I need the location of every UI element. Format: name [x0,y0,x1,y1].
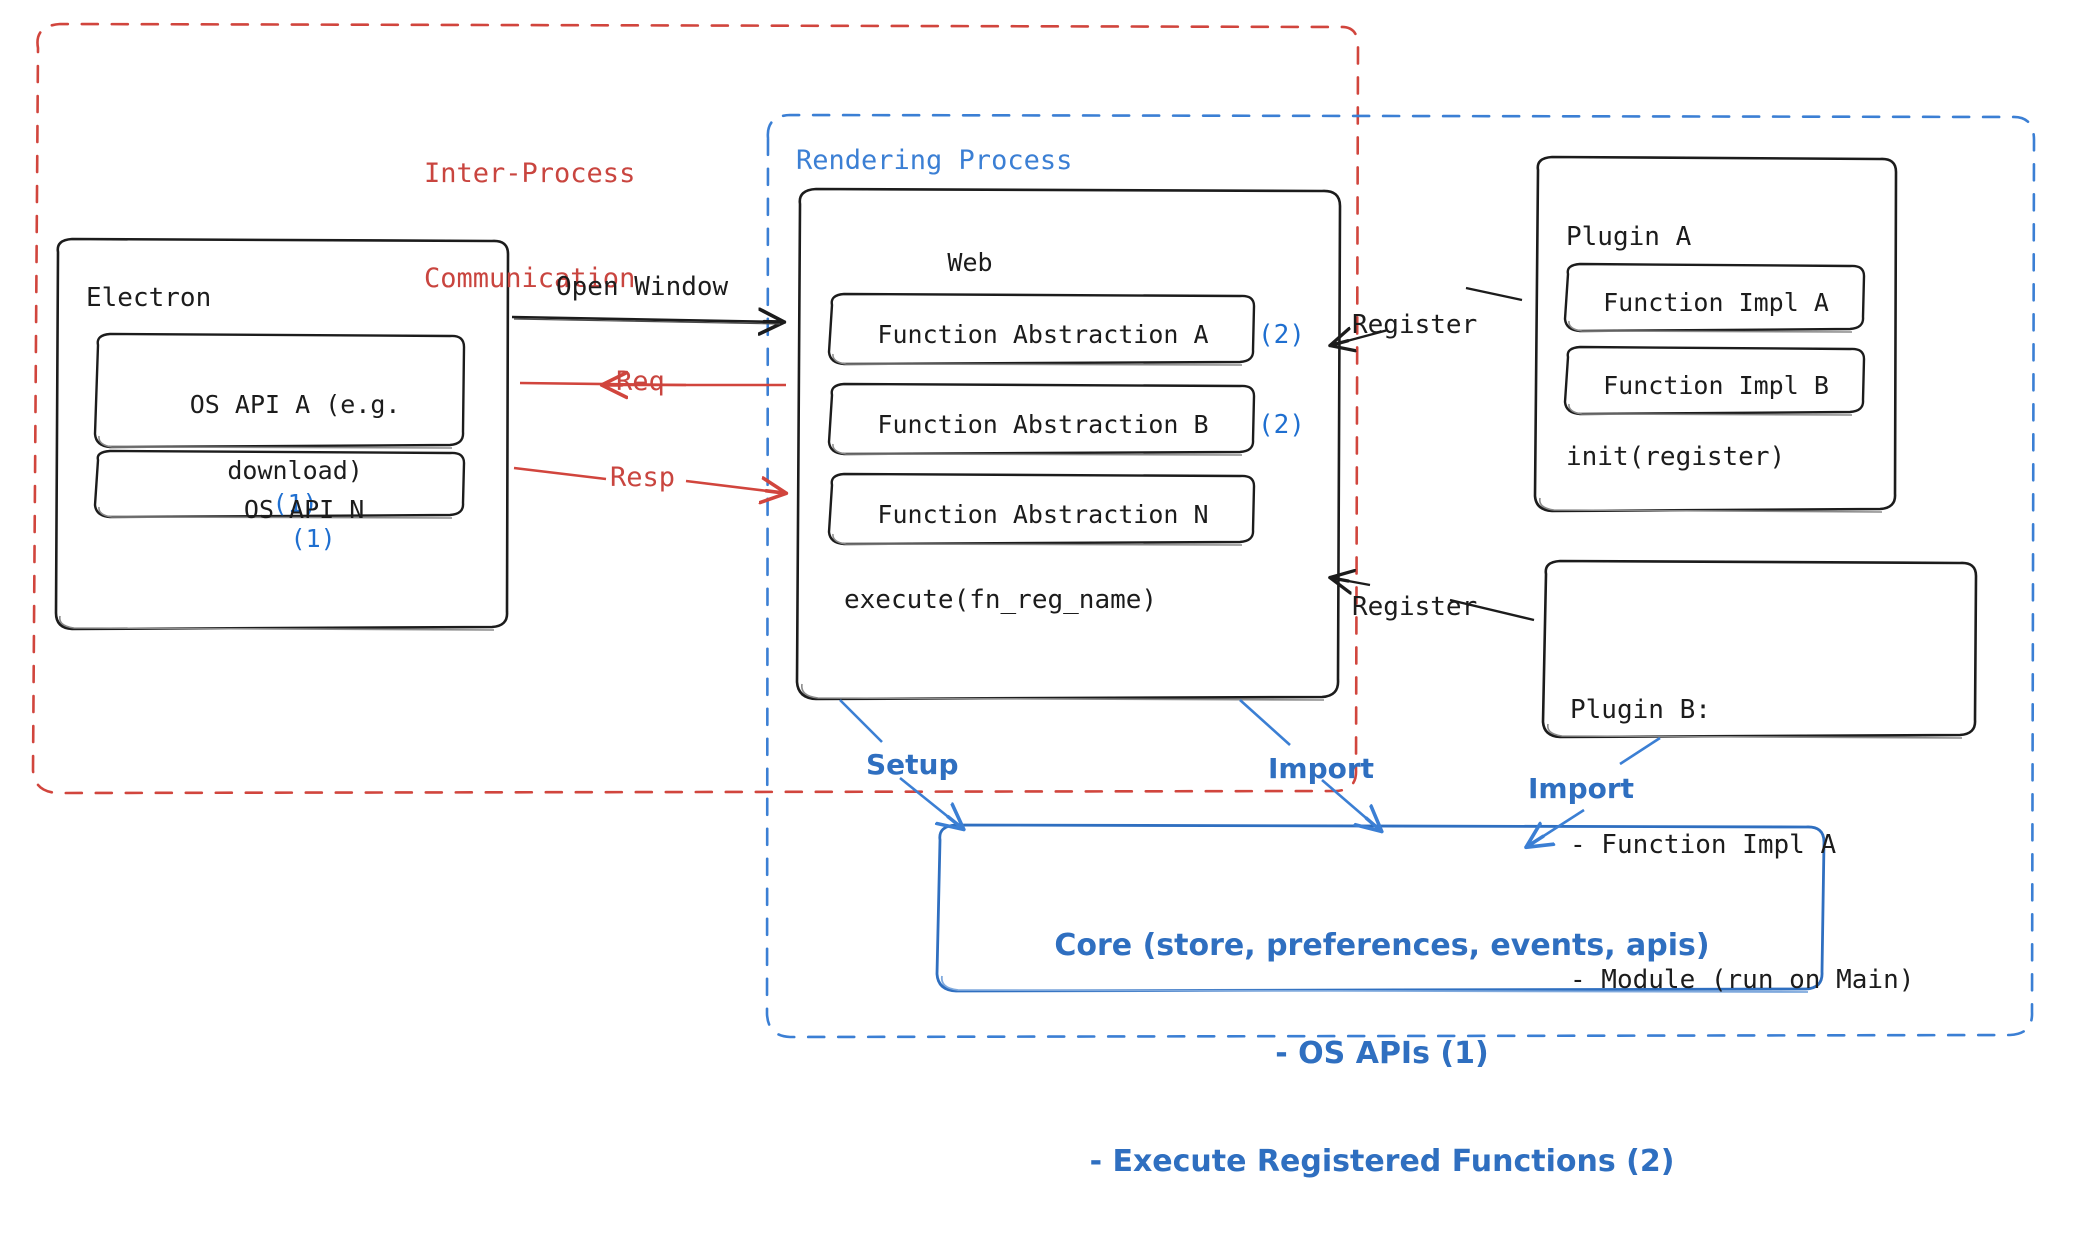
edge-label-setup: Setup [866,748,959,781]
os-api-a-line2: download) [227,456,363,485]
function-abstraction-a-border [827,292,1256,366]
os-api-n-line1: OS API N [243,495,365,524]
plugin-a-box-border [1533,155,1898,513]
function-impl-a-border [1563,262,1866,333]
plugin-b-item-1: - Module (run on Main) [1570,965,1915,995]
function-abstraction-b-border [827,382,1256,456]
electron-box-border [54,237,510,631]
core-line1: Core (store, preferences, events, apis) [1054,928,1710,963]
edge-label-register-top: Register [1352,310,1478,340]
os-api-a-label: OS API A (e.g. download) (1) [100,355,430,553]
edge-label-resp: Resp [610,462,676,493]
function-abstraction-n-label: Function Abstraction N [877,500,1209,529]
plugin-b-title: Plugin B: [1570,695,1711,725]
arrow-import-plugin-b [1528,736,1661,846]
function-abstraction-b-marker: (2) [1258,410,1305,440]
edge-label-req: Req [616,366,665,397]
arrow-import-web [1239,699,1380,830]
diagram-canvas: Inter-Process Communication Rendering Pr… [31,22,2036,1179]
function-impl-b-label: Function Impl B [1603,371,1829,400]
os-api-a-box-border [93,332,466,449]
arrow-register-bottom [1332,578,1535,622]
arrow-open-window [511,317,782,324]
edge-label-open-window: Open Window [556,272,729,302]
function-abstraction-b-label: Function Abstraction B [877,410,1209,439]
plugin-b-content: Plugin B: - Function Impl A - Module (ru… [1570,598,1914,1093]
ipc-region-label: Inter-Process Communication [424,86,635,366]
core-content: Core (store, preferences, events, apis) … [940,856,1824,1252]
function-abstraction-n-border [827,472,1256,546]
os-api-a-line1: OS API A (e.g. [189,390,401,419]
ipc-label-line2: Communication [424,263,636,294]
plugin-a-title: Plugin A [1566,222,1692,252]
edge-label-import-web: Import [1268,752,1375,785]
function-abstraction-a-marker: (2) [1258,320,1305,350]
os-api-a-marker: (1) [272,489,318,518]
arrow-resp [513,466,784,493]
function-abstraction-a-label: Function Abstraction A [877,320,1209,349]
diagram-vector-layer [31,22,2036,1039]
edge-label-register-bottom: Register [1352,592,1478,622]
ipc-label-line1: Inter-Process [424,158,636,189]
plugin-b-item-0: - Function Impl A [1570,830,1837,860]
arrow-setup [839,699,962,828]
web-box-border [795,187,1342,701]
edge-label-import-plugin-b: Import [1528,772,1635,805]
rendering-region-label: Rendering Process [796,145,1073,176]
function-impl-b-border [1563,345,1866,416]
web-execute-label: execute(fn_reg_name) [844,585,1158,615]
web-title: Web [947,248,993,277]
function-impl-a-label: Function Impl A [1603,288,1829,317]
electron-title: Electron [86,283,212,313]
ipc-region-border [31,22,1360,795]
arrow-register-top [1332,286,1523,345]
arrow-req [519,383,786,385]
rendering-region-border [765,113,2036,1039]
os-api-n-box-border [93,449,466,519]
plugin-b-box-border [1541,559,1978,739]
core-line2: - OS APIs (1) [1275,1036,1489,1071]
core-line3: - Execute Registered Functions (2) [1089,1144,1675,1179]
os-api-n-label: OS API N (1) [100,466,448,582]
os-api-n-marker: (1) [290,524,336,553]
plugin-a-init-label: init(register) [1566,442,1786,472]
